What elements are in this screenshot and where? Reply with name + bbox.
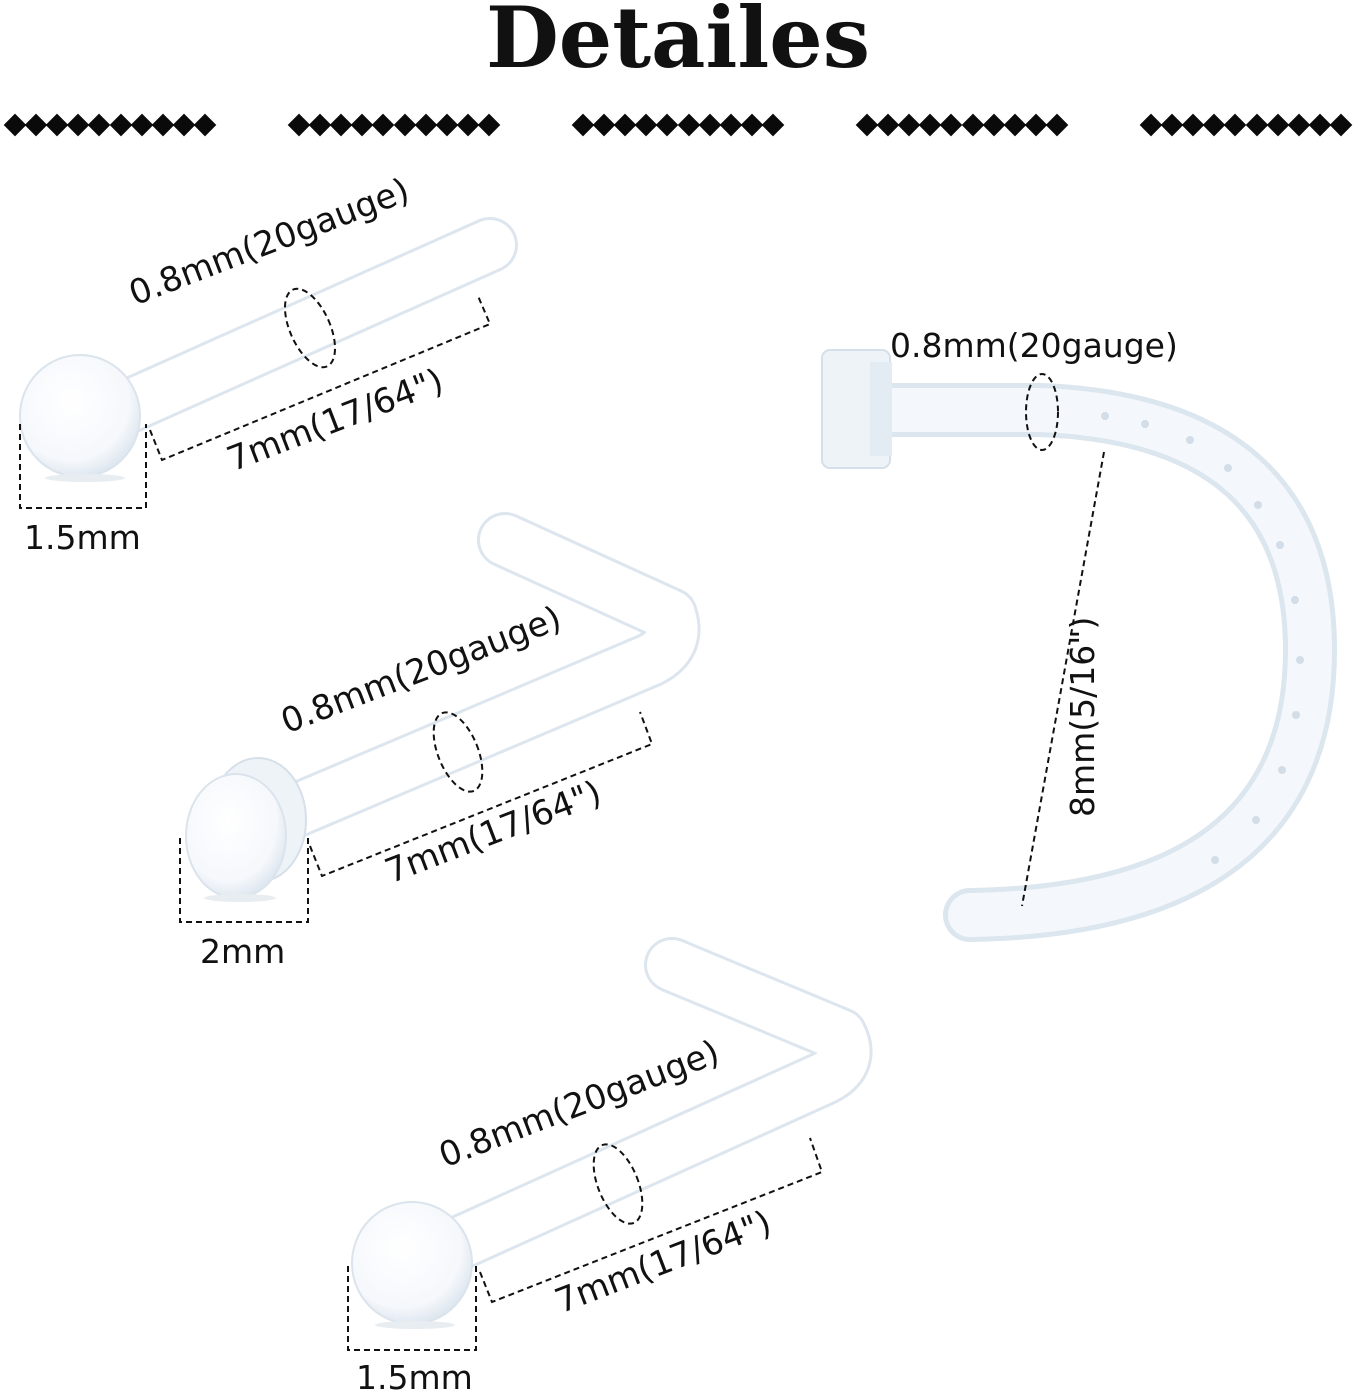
- l-bend-ball: [347, 937, 873, 1351]
- page-title: Detailes: [485, 0, 871, 87]
- stud-ball-1: [19, 217, 518, 509]
- head-size-label: 2mm: [200, 932, 286, 971]
- c-hook: [821, 349, 1338, 942]
- diameter-label: 8mm(5/16"): [1063, 616, 1102, 817]
- head-size-label: 1.5mm: [24, 518, 141, 557]
- gauge-label: 0.8mm(20gauge): [890, 326, 1178, 365]
- head-size-label: 1.5mm: [356, 1358, 473, 1397]
- l-bend-disc: [179, 512, 701, 923]
